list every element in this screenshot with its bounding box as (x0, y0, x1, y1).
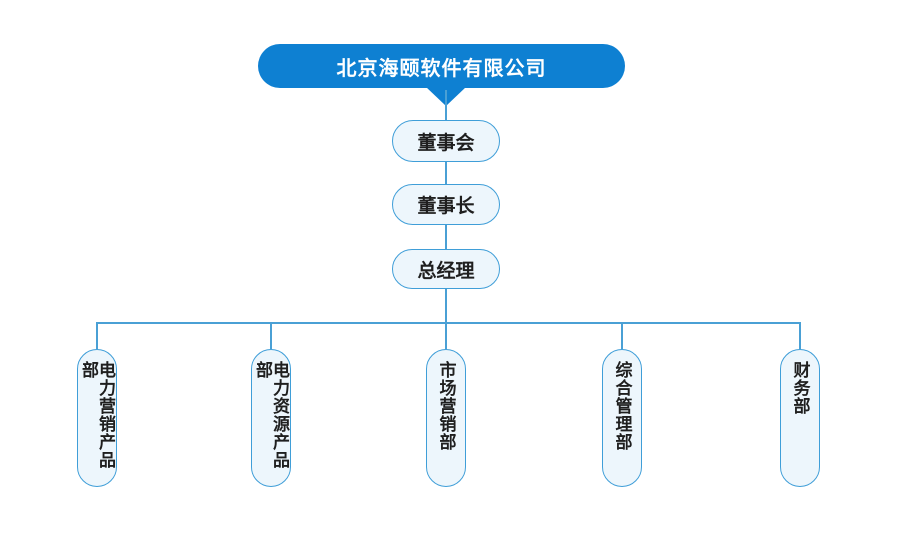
connector-gm-to-branch (445, 289, 447, 349)
org-node-dept-finance: 财务部 (780, 349, 820, 487)
connector-board-to-chairman (445, 162, 447, 184)
org-node-chairman: 董事长 (392, 184, 500, 225)
chairman-label: 董事长 (417, 196, 475, 217)
general-manager-label: 总经理 (417, 260, 475, 282)
dept-label: 财务部 (790, 361, 810, 415)
org-node-company: 北京海颐软件有限公司 (258, 44, 625, 88)
org-node-dept-general-management: 综合管理部 (602, 349, 642, 487)
dept-label: 市场营销部 (436, 361, 456, 451)
org-node-general-manager: 总经理 (392, 249, 500, 289)
connector-root-to-board (445, 90, 447, 120)
connector-stub-dept-1 (96, 322, 98, 349)
dept-label: 电力资源产品部 (253, 361, 289, 469)
org-node-dept-power-marketing-products: 电力营销产品部 (77, 349, 117, 487)
org-node-dept-marketing: 市场营销部 (426, 349, 466, 487)
connector-branch-horizontal (97, 322, 800, 324)
dept-label: 综合管理部 (612, 361, 632, 451)
company-name-label: 北京海颐软件有限公司 (336, 57, 547, 80)
dept-label: 电力营销产品部 (79, 361, 115, 469)
org-node-dept-power-resource-products: 电力资源产品部 (251, 349, 291, 487)
connector-stub-dept-2 (270, 322, 272, 349)
connector-stub-dept-4 (621, 322, 623, 349)
board-label: 董事会 (417, 132, 475, 154)
org-node-board: 董事会 (392, 120, 500, 162)
connector-chairman-to-gm (445, 225, 447, 249)
connector-stub-dept-5 (799, 322, 801, 349)
